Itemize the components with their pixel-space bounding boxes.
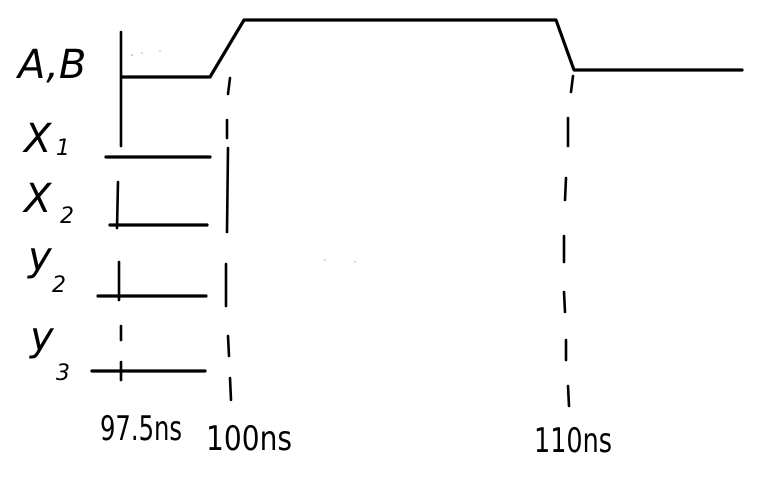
marker-100ns — [224, 76, 233, 402]
signal-label-x1-subscript: 1 — [56, 136, 70, 161]
signal-label-ab: A,B — [15, 42, 86, 88]
time-label-100ns: 100ns — [206, 419, 292, 459]
marker-110ns — [562, 74, 575, 408]
signal-label-y2-subscript: 2 — [52, 273, 66, 298]
signal-label-x2: X — [22, 176, 53, 222]
marker-97-5ns — [115, 30, 123, 382]
signal-label-y3-subscript: 3 — [56, 361, 70, 386]
time-label-97-5ns: 97.5ns — [100, 409, 182, 449]
signal-label-x2-subscript: 2 — [60, 204, 74, 229]
signal-label-y3: y — [29, 314, 55, 360]
smudges — [130, 50, 356, 263]
time-label-110ns: 110ns — [534, 421, 612, 461]
signal-labels: A,B X 1 X 2 y 2 y 3 — [15, 42, 86, 386]
waveform-ab — [120, 18, 744, 79]
signal-label-x1: X — [22, 116, 53, 162]
signal-label-y2: y — [27, 234, 53, 280]
time-labels: 97.5ns 100ns 110ns — [100, 409, 612, 461]
